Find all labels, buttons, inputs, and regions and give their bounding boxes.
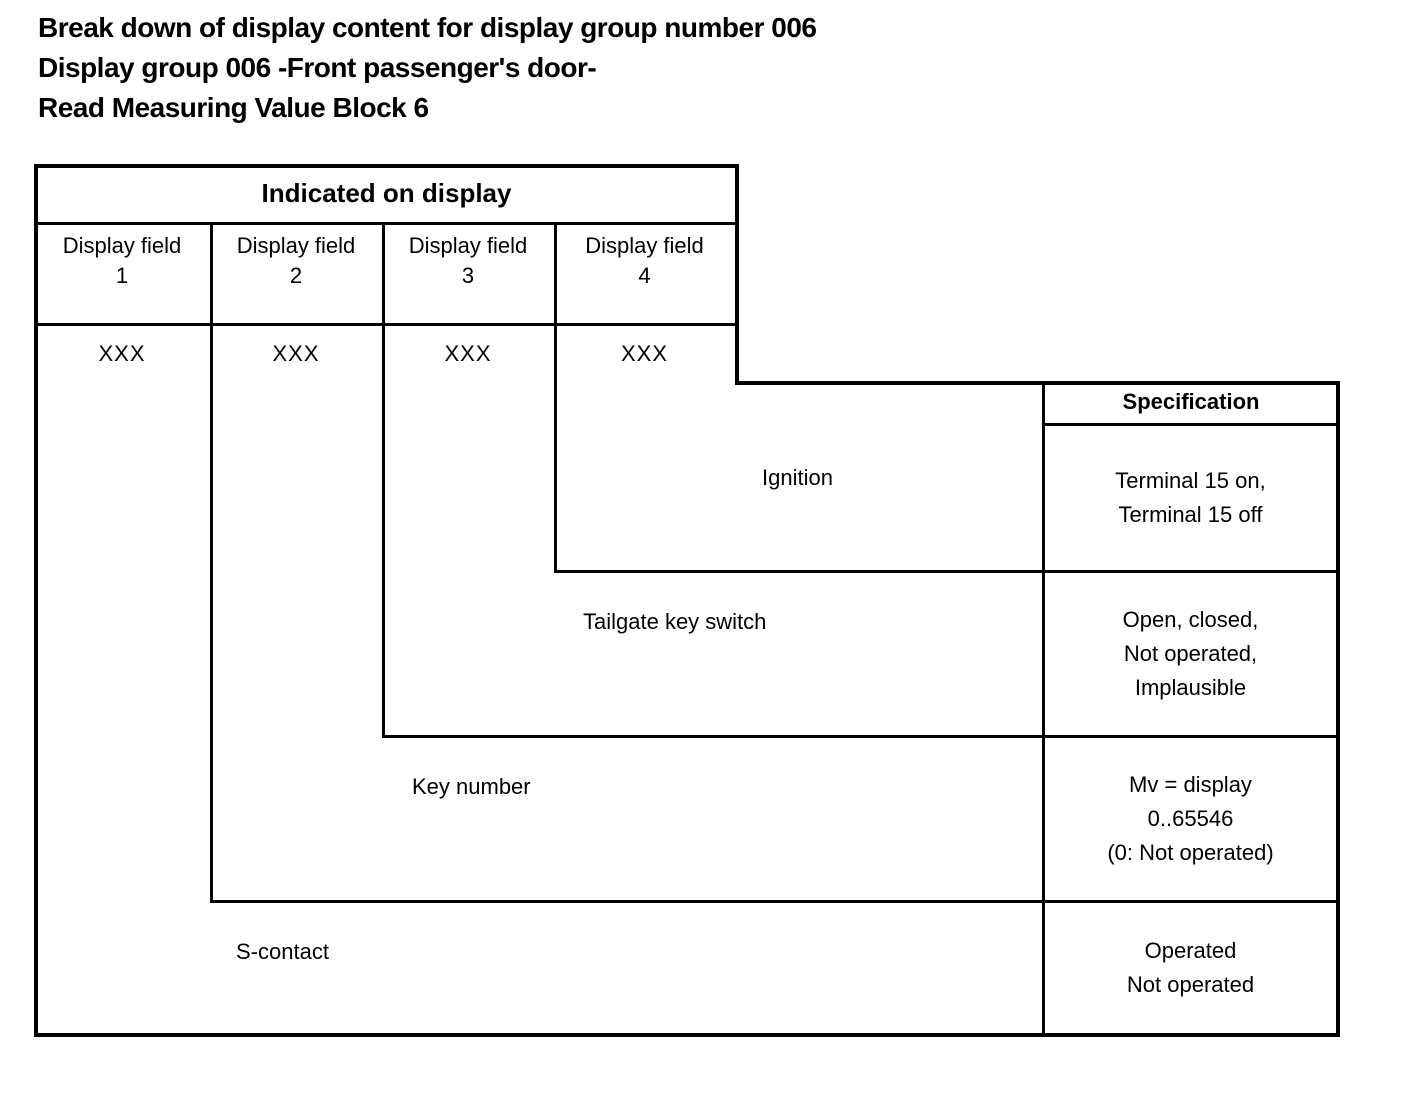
title-block: Break down of display content for displa…	[38, 8, 817, 128]
display-value-4: XXX	[620, 341, 669, 366]
step-line-ignition	[554, 570, 1340, 573]
spec-line: Open, closed,	[1122, 607, 1259, 632]
column-header-4: Display field 4	[554, 226, 735, 303]
spec-top-border	[735, 381, 1340, 385]
step-line-key-number	[210, 900, 1340, 903]
column-header-4-number: 4	[638, 263, 651, 288]
spec-header-divider	[1042, 423, 1340, 426]
display-value-3: XXX	[444, 341, 492, 366]
spec-left-border	[1042, 381, 1045, 1037]
title-line-1: Break down of display content for displa…	[38, 12, 817, 43]
row-label-ignition: Ignition	[762, 465, 833, 490]
column-header-2-label: Display field	[236, 233, 356, 258]
row-label-tailgate-key-switch: Tailgate key switch	[583, 609, 767, 634]
column-header-2: Display field 2	[210, 226, 382, 303]
column-divider-3	[382, 222, 385, 738]
spec-line: Operated	[1144, 938, 1237, 963]
column-divider-4	[554, 222, 557, 573]
table-left-border	[34, 164, 38, 1037]
column-header-3-label: Display field	[408, 233, 528, 258]
header-divider	[34, 222, 739, 225]
column-header-3: Display field 3	[382, 226, 554, 303]
column-header-divider	[34, 323, 739, 326]
spec-line: Terminal 15 on,	[1115, 468, 1266, 493]
spec-cell-key-number: Mv = display 0..65546 (0: Not operated)	[1045, 738, 1336, 900]
table-top-border	[34, 164, 739, 168]
table-header: Indicated on display	[261, 177, 512, 208]
step-line-tailgate	[382, 735, 1340, 738]
spec-header: Specification	[1122, 389, 1260, 414]
spec-line: Terminal 15 off	[1118, 502, 1263, 527]
title-line-3: Read Measuring Value Block 6	[38, 92, 429, 123]
table-right-border	[735, 164, 739, 385]
spec-line: Implausible	[1134, 675, 1247, 700]
spec-line: Not operated,	[1123, 641, 1258, 666]
spec-line: 0..65546	[1147, 806, 1234, 831]
spec-cell-s-contact: Operated Not operated	[1045, 903, 1336, 1033]
spec-cell-tailgate-key-switch: Open, closed, Not operated, Implausible	[1045, 573, 1336, 735]
display-value-2: XXX	[272, 341, 320, 366]
spec-line: Mv = display	[1129, 772, 1252, 797]
table-bottom-border	[34, 1033, 1340, 1037]
row-label-s-contact: S-contact	[236, 939, 329, 964]
spec-line: (0: Not operated)	[1107, 840, 1274, 865]
column-header-1-number: 1	[115, 263, 129, 288]
spec-right-border	[1336, 381, 1340, 1037]
column-divider-2	[210, 222, 213, 903]
spec-cell-ignition: Terminal 15 on, Terminal 15 off	[1045, 426, 1336, 570]
column-header-2-number: 2	[289, 263, 303, 288]
column-header-1: Display field 1	[34, 226, 210, 303]
column-header-4-label: Display field	[585, 233, 704, 258]
title-line-2: Display group 006 -Front passenger's doo…	[38, 52, 597, 83]
column-header-1-label: Display field	[62, 233, 182, 258]
row-label-key-number: Key number	[412, 774, 531, 799]
column-header-3-number: 3	[461, 263, 475, 288]
display-value-1: XXX	[98, 341, 146, 366]
spec-line: Not operated	[1126, 972, 1255, 997]
